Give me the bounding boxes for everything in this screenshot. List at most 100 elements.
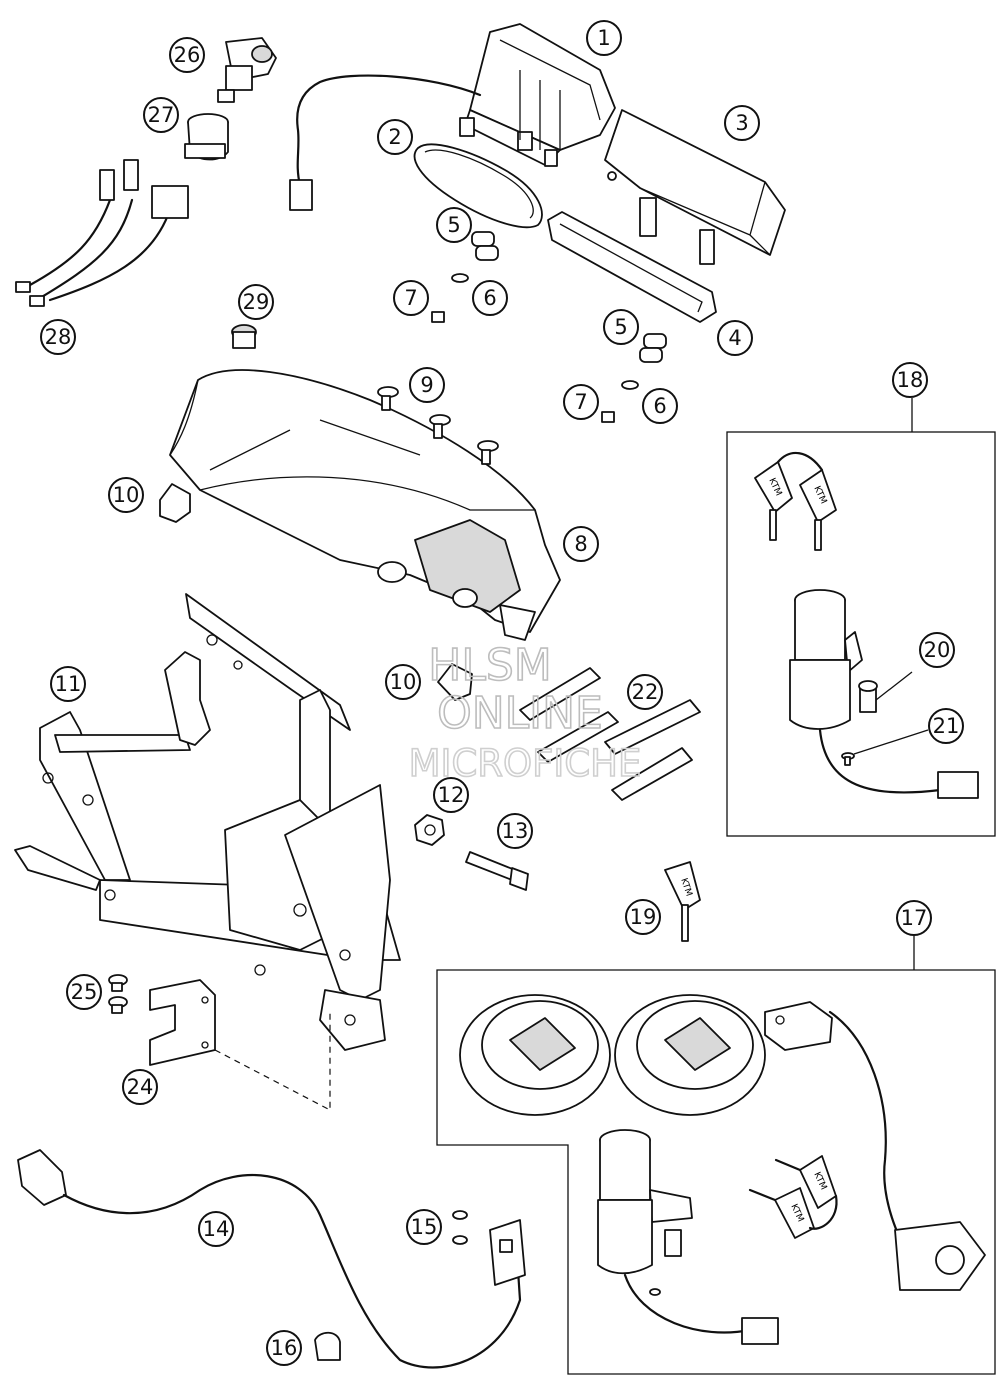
gasket-ring-part[interactable] <box>413 143 543 229</box>
callout-25: 25 <box>66 974 102 1010</box>
callout-6a: 6 <box>472 280 508 316</box>
svg-text:16: 16 <box>271 1336 298 1360</box>
wiring-harness-part[interactable] <box>15 159 189 307</box>
nut-part-12[interactable] <box>414 814 445 846</box>
svg-text:6: 6 <box>483 286 496 310</box>
speedometer-part[interactable] <box>459 23 616 167</box>
callout-5b: 5 <box>603 309 639 345</box>
holder-part-15[interactable] <box>452 1210 526 1286</box>
display-gasket-part[interactable] <box>547 211 717 323</box>
callout-24: 24 <box>122 1069 158 1105</box>
svg-text:21: 21 <box>933 714 960 738</box>
callout-28: 28 <box>40 319 76 355</box>
callout-22: 22 <box>627 674 663 710</box>
screw-part-9[interactable] <box>377 386 499 465</box>
plug-cap-part[interactable] <box>231 324 257 349</box>
callout-18: 18 <box>892 362 928 398</box>
socket-part[interactable] <box>217 37 277 103</box>
grommet-part-a[interactable] <box>471 231 499 261</box>
svg-text:7: 7 <box>404 286 417 310</box>
svg-text:26: 26 <box>174 43 201 67</box>
ignition-keys-part[interactable]: KTM KTM <box>754 452 837 551</box>
svg-text:29: 29 <box>243 290 270 314</box>
callout-1: 1 <box>586 20 622 56</box>
clip-part-16[interactable] <box>314 1331 341 1361</box>
display-unit-part[interactable] <box>604 109 786 265</box>
callout-16: 16 <box>266 1330 302 1366</box>
svg-text:13: 13 <box>502 819 529 843</box>
clip-part-b[interactable] <box>437 663 473 701</box>
svg-text:25: 25 <box>71 980 98 1004</box>
svg-text:22: 22 <box>632 680 659 704</box>
clip-part-a[interactable] <box>159 483 191 523</box>
svg-text:10: 10 <box>113 483 140 507</box>
callout-7b: 7 <box>563 384 599 420</box>
screw-part-25[interactable] <box>108 974 128 1014</box>
fuel-cap-part-a[interactable] <box>459 994 611 1116</box>
callout-21: 21 <box>928 708 964 744</box>
callout-14: 14 <box>198 1211 234 1247</box>
cable-part-14[interactable] <box>17 1149 522 1369</box>
lock-set-box <box>436 969 996 1375</box>
screw-part-21[interactable] <box>841 752 855 766</box>
nut-part-a[interactable] <box>431 311 445 323</box>
callout-8: 8 <box>563 526 599 562</box>
svg-text:5: 5 <box>614 315 627 339</box>
svg-text:4: 4 <box>728 326 741 350</box>
svg-text:6: 6 <box>653 394 666 418</box>
screw-part-20[interactable] <box>858 680 878 713</box>
svg-text:12: 12 <box>438 783 465 807</box>
callout-9: 9 <box>409 367 445 403</box>
ignition-set-box <box>726 431 996 837</box>
leader-21 <box>853 729 929 755</box>
svg-text:15: 15 <box>411 1215 438 1239</box>
svg-text:9: 9 <box>420 373 433 397</box>
callout-4: 4 <box>717 320 753 356</box>
svg-text:1: 1 <box>597 26 610 50</box>
sleeve-part-22[interactable] <box>519 667 701 801</box>
grommet-part-b[interactable] <box>639 333 667 363</box>
svg-text:3: 3 <box>735 111 748 135</box>
lock-cylinder-part-17[interactable] <box>597 1129 779 1345</box>
callout-20: 20 <box>919 632 955 668</box>
washer-part-a[interactable] <box>451 273 469 283</box>
switch-part-17[interactable] <box>764 1001 986 1291</box>
svg-text:14: 14 <box>203 1217 230 1241</box>
svg-text:19: 19 <box>630 905 657 929</box>
washer-part-b[interactable] <box>621 380 639 390</box>
key-part-19[interactable]: KTM <box>664 861 701 942</box>
bolt-part-13[interactable] <box>465 851 529 891</box>
callout-2: 2 <box>377 119 413 155</box>
svg-text:27: 27 <box>148 103 175 127</box>
bushing-part[interactable] <box>184 113 229 161</box>
callout-7a: 7 <box>393 280 429 316</box>
callout-10b: 10 <box>385 664 421 700</box>
callout-11: 11 <box>50 666 86 702</box>
callout-13: 13 <box>497 813 533 849</box>
small-bracket-part[interactable] <box>149 979 216 1066</box>
svg-text:5: 5 <box>447 213 460 237</box>
svg-text:11: 11 <box>55 672 82 696</box>
watermark-line-2: ONLINE <box>437 688 603 739</box>
callout-5a: 5 <box>436 207 472 243</box>
speedometer-connector <box>289 179 313 211</box>
nut-part-b[interactable] <box>601 411 615 423</box>
svg-text:8: 8 <box>574 532 587 556</box>
watermark-line-1: HLSM <box>428 640 552 691</box>
svg-text:2: 2 <box>388 125 401 149</box>
callout-29: 29 <box>238 284 274 320</box>
callout-26: 26 <box>169 37 205 73</box>
bracket-frame-part[interactable] <box>14 593 401 1051</box>
svg-text:24: 24 <box>127 1075 154 1099</box>
svg-text:18: 18 <box>897 368 924 392</box>
ignition-lock-part[interactable] <box>789 589 979 799</box>
callout-19: 19 <box>625 899 661 935</box>
speedometer-wire <box>296 74 482 187</box>
svg-text:20: 20 <box>924 638 951 662</box>
fuel-cap-part-b[interactable] <box>614 994 766 1116</box>
watermark-line-3: MICROFICHE <box>409 742 642 785</box>
callout-17: 17 <box>896 900 932 936</box>
callout-15: 15 <box>406 1209 442 1245</box>
fairing-mask-part[interactable] <box>169 369 561 641</box>
keys-part-17[interactable]: KTM KTM <box>748 1155 838 1239</box>
